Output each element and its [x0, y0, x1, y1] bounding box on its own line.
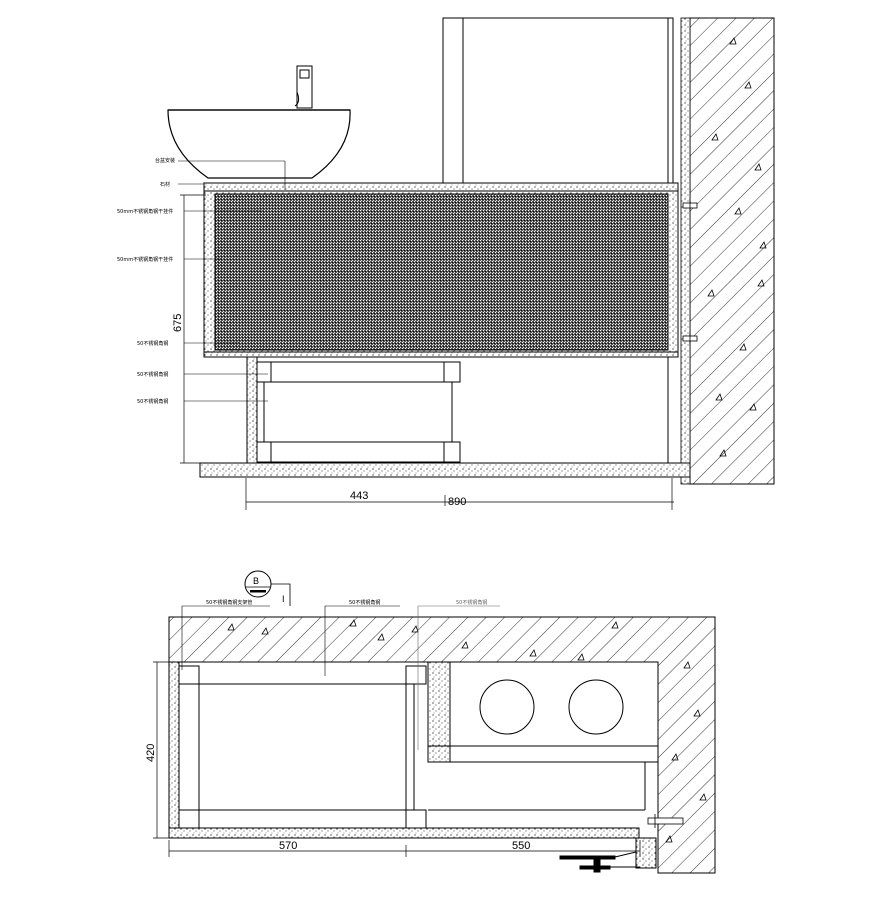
- elevation-notes: [178, 160, 286, 402]
- basin-left-icon: [479, 679, 535, 735]
- plan-cabinet-right: [427, 661, 451, 763]
- section-marker-tag: I: [282, 594, 285, 604]
- steel-frame: [246, 356, 669, 464]
- plan-note-3: 50不锈钢角钢: [456, 599, 487, 606]
- dim-width-plan-2: 550: [512, 840, 530, 852]
- concrete-wall: [689, 17, 775, 485]
- note-hanger-2: 50mm不锈钢角钢干挂件: [117, 256, 173, 263]
- note-angle-2: 50不锈钢角钢: [137, 371, 168, 378]
- dim-width-plan-1: 570: [279, 840, 297, 852]
- dim-height-elevation: 675: [172, 314, 184, 332]
- wall-finish-layer: [680, 17, 691, 485]
- plan-steel-frame: [178, 665, 427, 829]
- wall-anchor-icon: [682, 199, 698, 345]
- stone-countertop: [203, 182, 679, 192]
- elevation-view: 台盆安装 石材 50mm不锈钢角钢干挂件 50mm不锈钢角钢干挂件 50不锈钢角…: [117, 17, 775, 510]
- plan-wall-aggregate: [227, 619, 707, 843]
- plan-note-1: 50不锈钢角钢支架管: [206, 599, 252, 606]
- note-stone: 石材: [160, 181, 170, 188]
- elevation-width-dimension: [245, 478, 674, 510]
- note-hanger-1: 50mm不锈钢角钢干挂件: [117, 208, 173, 215]
- plan-note-2: 50不锈钢角钢: [349, 599, 380, 606]
- section-marker-label: B: [253, 576, 259, 586]
- plan-wall-anchor-icon: [647, 814, 684, 828]
- drain-pipe-icon: [559, 837, 657, 873]
- faucet-icon: [294, 65, 313, 109]
- note-angle-3: 50不锈钢角钢: [137, 398, 168, 405]
- plan-concrete-wall: [168, 616, 716, 874]
- cabinet-inner-panel: [214, 193, 669, 351]
- plan-height-dimension: [153, 661, 172, 839]
- note-basin: 台盆安装: [155, 157, 175, 164]
- dim-width-elevation-1: 443: [350, 490, 368, 502]
- plan-cabinet-bottom: [168, 827, 640, 839]
- plan-width-dimension: [168, 840, 641, 857]
- plan-notes-leaders: [181, 605, 500, 750]
- mirror-cabinet: [442, 17, 674, 184]
- dim-height-plan: 420: [145, 744, 157, 762]
- basin-right-icon: [568, 679, 624, 735]
- plan-view: B I: [145, 570, 716, 874]
- section-marker-icon: [244, 570, 291, 606]
- wall-aggregate: [707, 37, 767, 457]
- dim-width-elevation-2: 890: [448, 496, 466, 508]
- floor-slab: [199, 462, 691, 478]
- elevation-height-dimension: [180, 194, 206, 464]
- basin-icon: [167, 109, 351, 179]
- plan-cabinet-outer: [168, 661, 180, 839]
- note-angle-1: 50不锈钢角钢: [137, 340, 168, 347]
